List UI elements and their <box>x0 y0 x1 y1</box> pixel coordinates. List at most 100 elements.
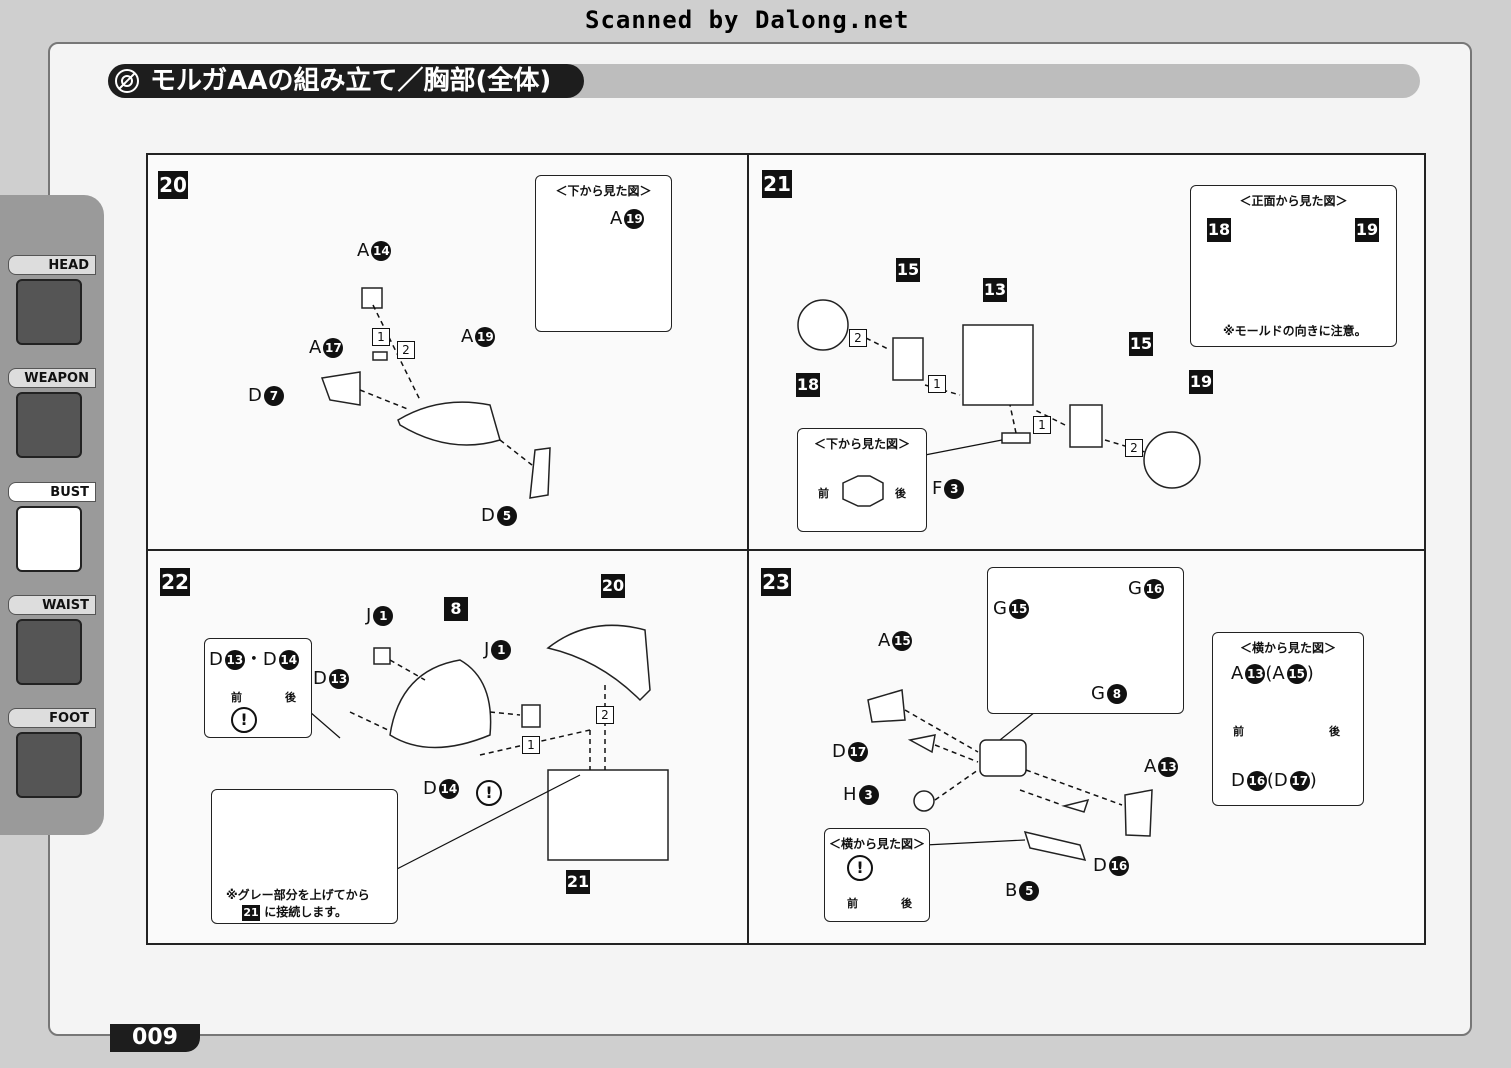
step-number-22: 22 <box>160 568 190 596</box>
nav-item-bust[interactable]: BUST <box>8 482 96 572</box>
page-title: モルガAAの組み立て／胸部(全体) <box>108 64 584 98</box>
part-letter: A <box>309 337 322 358</box>
gray-part-note-line2: 21 に接続します。 <box>242 903 347 921</box>
part-letter: D <box>481 505 495 526</box>
order-marker: 2 <box>596 706 614 724</box>
callout-bottom-view-21: ＜下から見た図＞ 前 後 <box>797 428 927 532</box>
callout-side-view-23b: ＜横から見た図＞ ! 前 後 <box>824 828 930 922</box>
part-letter: A <box>610 208 623 229</box>
part-letter: A <box>1144 756 1157 777</box>
page-title-text: モルガAAの組み立て／胸部(全体) <box>150 66 552 96</box>
back-label: 後 <box>895 487 906 500</box>
step-number-20: 20 <box>158 171 188 199</box>
order-marker: 1 <box>522 736 540 754</box>
part-number: 8 <box>1106 684 1127 704</box>
back-label: 後 <box>285 691 296 704</box>
page-number: 009 <box>110 1024 200 1052</box>
scan-watermark: Scanned by Dalong.net <box>585 6 910 34</box>
part-letter: D <box>248 385 262 406</box>
part-letter: D <box>832 741 846 762</box>
foot-icon <box>16 732 82 798</box>
part-ref-20: 20 <box>601 574 625 598</box>
part-ref-19: 19 <box>1355 218 1379 242</box>
part-number: 3 <box>944 479 965 499</box>
order-marker: 2 <box>849 329 867 347</box>
nav-item-waist[interactable]: WAIST <box>8 595 96 685</box>
part-number: 17 <box>323 338 344 358</box>
part-ref-18: 18 <box>796 373 820 397</box>
part-number: 14 <box>278 650 299 670</box>
part-number: 1 <box>373 606 394 626</box>
callout-title: ＜下から見た図＞ <box>555 184 652 198</box>
order-marker: 1 <box>372 328 390 346</box>
callout-title: ＜横から見た図＞ <box>1239 641 1336 655</box>
section-nav: HEAD WEAPON BUST WAIST FOOT <box>0 195 104 835</box>
part-number: 5 <box>496 506 517 526</box>
nav-item-weapon[interactable]: WEAPON <box>8 368 96 458</box>
part-letter: A <box>1231 663 1244 684</box>
front-label: 前 <box>231 691 242 704</box>
part-number: 19 <box>475 327 496 347</box>
note-text: に接続します。 <box>264 905 347 919</box>
part-letter: A <box>357 240 370 261</box>
step-number-21: 21 <box>762 170 792 198</box>
part-letter: J <box>366 605 372 626</box>
part-ref-8: 8 <box>444 597 468 621</box>
step-number-23: 23 <box>761 568 791 596</box>
front-label: 前 <box>847 897 858 910</box>
part-letter: D <box>1273 770 1288 791</box>
part-number: 16 <box>1246 771 1267 791</box>
callout-title: ＜横から見た図＞ <box>828 837 925 851</box>
part-ref-15: 15 <box>896 258 920 282</box>
part-number: 1 <box>491 640 512 660</box>
part-ref-21: 21 <box>242 904 260 921</box>
order-marker: 1 <box>928 375 946 393</box>
part-letter: D <box>313 668 327 689</box>
part-number: 17 <box>847 742 868 762</box>
nav-item-foot[interactable]: FOOT <box>8 708 96 798</box>
part-number: 17 <box>1289 771 1310 791</box>
callout-title: ＜正面から見た図＞ <box>1239 194 1348 208</box>
part-number: 16 <box>1143 579 1164 599</box>
order-marker: 1 <box>1033 416 1051 434</box>
bust-icon <box>16 506 82 572</box>
part-ref-15: 15 <box>1129 332 1153 356</box>
part-letter: D <box>1231 770 1245 791</box>
callout-title: ＜下から見た図＞ <box>813 437 910 451</box>
mold-orientation-note: ※モールドの向きに注意。 <box>1223 324 1367 338</box>
waist-icon <box>16 619 82 685</box>
part-number: 19 <box>624 209 645 229</box>
part-number: 13 <box>224 650 245 670</box>
part-number: 13 <box>328 669 349 689</box>
part-number: 13 <box>1158 757 1179 777</box>
bottom-view-part-icon <box>842 475 884 507</box>
part-letter: D <box>209 649 223 670</box>
part-number: 15 <box>1008 599 1029 619</box>
part-number: 16 <box>1108 856 1129 876</box>
nav-label-waist: WAIST <box>8 595 96 615</box>
nav-item-head[interactable]: HEAD <box>8 255 96 345</box>
part-letter: G <box>1128 578 1142 599</box>
front-label: 前 <box>818 487 829 500</box>
part-letter: ・D <box>244 649 277 670</box>
part-number: 15 <box>892 631 913 651</box>
part-letter: D <box>1093 855 1107 876</box>
part-letter: F <box>932 478 943 499</box>
callout-front-view-21: ＜正面から見た図＞ 18 19 ※モールドの向きに注意。 <box>1190 185 1397 347</box>
part-letter: A <box>461 326 474 347</box>
part-number: 3 <box>858 785 879 805</box>
part-letter: B <box>1005 880 1018 901</box>
